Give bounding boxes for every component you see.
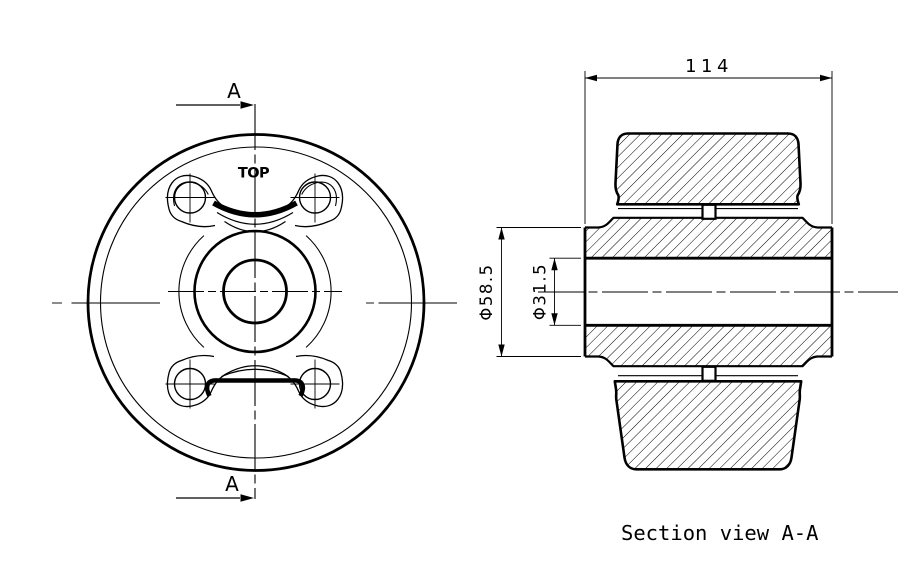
dim-overall-length-value: 114: [685, 56, 733, 77]
dim-overall-length: [584, 71, 833, 224]
key-notch-lower: [701, 365, 717, 382]
tire-section-upper: [614, 132, 802, 206]
tire-inner-circle: [99, 146, 413, 459]
view-caption: Section view A-A: [621, 521, 818, 545]
hub-circle: [193, 229, 317, 354]
tire-edge-through-slot: [204, 378, 306, 398]
wing-cutout-bottom: [165, 354, 344, 409]
wing-cutout-top: [165, 173, 344, 233]
hub-section-upper-band: [585, 217, 832, 259]
dim-hub-outer-diameter-value: Φ58.5: [477, 263, 496, 320]
section-label-bottom: A: [225, 472, 239, 496]
section-arrow-bottom: [176, 494, 254, 502]
dim-bore-diameter: [549, 257, 581, 326]
bore-circle: [222, 258, 288, 325]
tire-outer-circle: [86, 133, 426, 472]
dim-hub-outer-diameter: [496, 227, 581, 357]
tire-section-lower: [613, 380, 803, 471]
hub-section-lower-band: [585, 325, 832, 367]
section-arrow-top: [176, 101, 254, 109]
orientation-label: TOP: [238, 166, 270, 182]
front-view: [52, 101, 457, 502]
tire-edge-through-slot: [212, 200, 298, 218]
hub-flange-circle: [178, 235, 332, 348]
key-notch-upper: [701, 203, 717, 220]
section-view: [496, 71, 898, 471]
section-label-top: A: [227, 79, 241, 103]
dim-bore-diameter-value: Φ31.5: [531, 263, 550, 320]
lobe-crosshairs: [165, 173, 340, 223]
bead-seat-lines: [618, 208, 798, 377]
lobe-crosshairs: [165, 359, 340, 409]
